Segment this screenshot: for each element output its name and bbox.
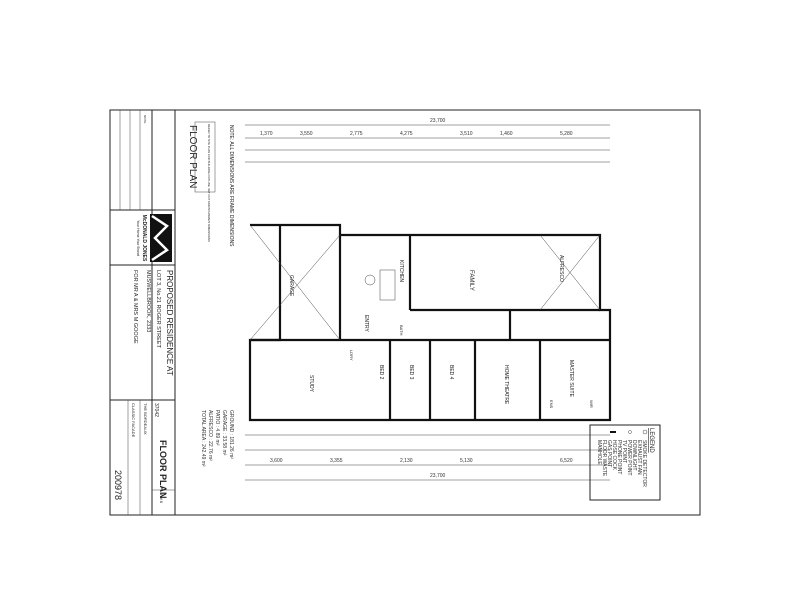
dim: 3,550: [300, 131, 313, 137]
room-home-theatre: HOME THEATRE: [503, 365, 509, 405]
legend-item: PHONE POINT: [616, 440, 622, 474]
dim: 4,275: [400, 131, 413, 137]
company-tagline: Your Home Your Brand: [136, 220, 140, 256]
dim: 2,775: [350, 131, 363, 137]
room-bed-3: BED 3: [408, 365, 414, 380]
dim-overall-bottom: 23,700: [430, 473, 446, 479]
room-kitchen: KITCHEN: [398, 260, 404, 282]
title-block: McDONALD JONES Your Home Your Brand PROP…: [109, 109, 176, 516]
area-total: TOTAL AREA : 242.49 m²: [200, 410, 206, 467]
area-patio: PATIO : 4.89 m²: [214, 410, 220, 446]
house-plan: [248, 223, 612, 422]
job-number: 37042: [153, 403, 159, 417]
client-name: FOR MR A & MRS M GOOGE: [132, 270, 138, 344]
address-line2: MUSWELLBROOK, 2333: [145, 270, 151, 332]
sheet-number: 4 of 8: [159, 493, 164, 504]
room-master-suite: MASTER SUITE: [568, 360, 574, 398]
room-bath: BATH: [399, 325, 404, 335]
room-garage: GARAGE: [288, 275, 294, 297]
legend-item: HOSE COCK: [611, 440, 617, 471]
dim: 3,600: [270, 458, 283, 464]
legend-item: SMOKE DETECTOR: [641, 440, 647, 487]
dim: 1,460: [500, 131, 513, 137]
drawing-title: FLOOR PLAN: [158, 440, 168, 499]
legend-item: DOWNLIGHT: [631, 440, 637, 471]
company-logo: McDONALD JONES Your Home Your Brand: [136, 214, 172, 262]
legend-heading: LEGEND: [648, 428, 654, 453]
room-study: STUDY: [308, 375, 314, 393]
plan-heading: FLOOR PLAN: [187, 125, 198, 188]
legend-item: TV POINT: [621, 440, 627, 463]
note-heading: NOTE: [143, 115, 147, 123]
room-family: FAMILY: [468, 270, 474, 291]
area-schedule: GROUND : 181.26 m² GARAGE : 33.58 m² PAT…: [200, 410, 234, 467]
legend-item: GAS POINT: [606, 440, 612, 467]
legend-item: FLOOR WASTE: [601, 440, 607, 477]
dim: 5,130: [460, 458, 473, 464]
area-alfresco: ALFRESCO : 22.76 m²: [207, 410, 213, 461]
legend-item: EXHAUST FAN: [636, 440, 642, 475]
project-title: PROPOSED RESIDENCE AT: [165, 270, 174, 376]
company-name: McDONALD JONES: [141, 215, 147, 262]
dim: 2,130: [400, 458, 413, 464]
dimension-lines-bottom: 23,700 3,600 3,355 2,130 5,130 6,520: [245, 434, 610, 481]
area-ground: GROUND : 181.26 m²: [228, 410, 234, 459]
dim: 5,280: [560, 131, 573, 137]
room-entry: ENTRY: [363, 315, 369, 333]
dim: 6,520: [560, 458, 573, 464]
design-name: THE BORDEAUX: [143, 403, 148, 435]
area-garage: GARAGE : 33.58 m²: [221, 410, 227, 456]
room-wir: WIR: [589, 400, 594, 408]
legend-item: POWER POINT: [626, 440, 632, 476]
room-alfresco: ALFRESCO: [558, 255, 564, 282]
room-bed-4: BED 4: [448, 365, 454, 380]
room-ensuite: ENS: [549, 400, 554, 409]
room-bed-2: BED 2: [378, 365, 384, 380]
dimension-lines-top: 23,700 1,370 3,550 2,775 4,275 3,510 1,4…: [245, 118, 610, 163]
site-note: REFER TO SITE PLAN FOR BUILDING OUTLINE,…: [207, 124, 211, 242]
facade-name: CLASSIC FACADE: [131, 403, 136, 438]
address-line1: LOT 3, No.21 ROGER STREET: [155, 270, 161, 348]
drawing-number: 200978: [113, 470, 123, 500]
dim-overall-top: 23,700: [430, 118, 446, 124]
legend-item: MANHOLE: [596, 440, 602, 465]
frame-note: NOTE: ALL DIMENSIONS ARE FRAME DIMENSION…: [228, 125, 234, 247]
legend: LEGEND SMOKE DETECTOR EXHAUST FAN DOWNLI…: [589, 424, 661, 501]
room-laundry: LDRY: [349, 350, 354, 361]
dim: 1,370: [260, 131, 273, 137]
dim: 3,510: [460, 131, 473, 137]
dim: 3,355: [330, 458, 343, 464]
